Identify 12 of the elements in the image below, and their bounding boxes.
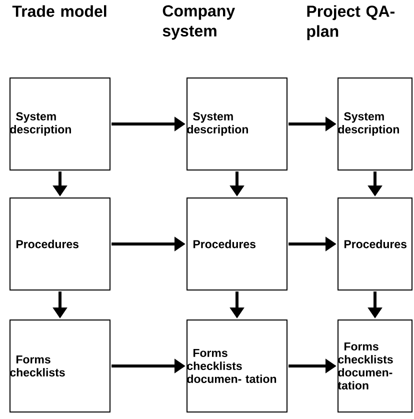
process-box: Procedures <box>10 198 110 290</box>
process-box: System description <box>10 78 110 170</box>
process-box: Procedures <box>186 198 288 290</box>
column-heading: Project QA-plan <box>307 5 394 40</box>
process-box: Forms checklists documen- tation <box>186 320 288 412</box>
process-box: Forms checklists documen- tation <box>338 320 412 412</box>
process-box: Procedures <box>338 198 412 290</box>
column-heading: Company system <box>162 5 236 40</box>
process-box: System description <box>338 78 412 170</box>
column-heading: Trade model <box>12 5 106 17</box>
process-box: System description <box>186 78 288 170</box>
process-box: Forms checklists <box>10 320 110 412</box>
